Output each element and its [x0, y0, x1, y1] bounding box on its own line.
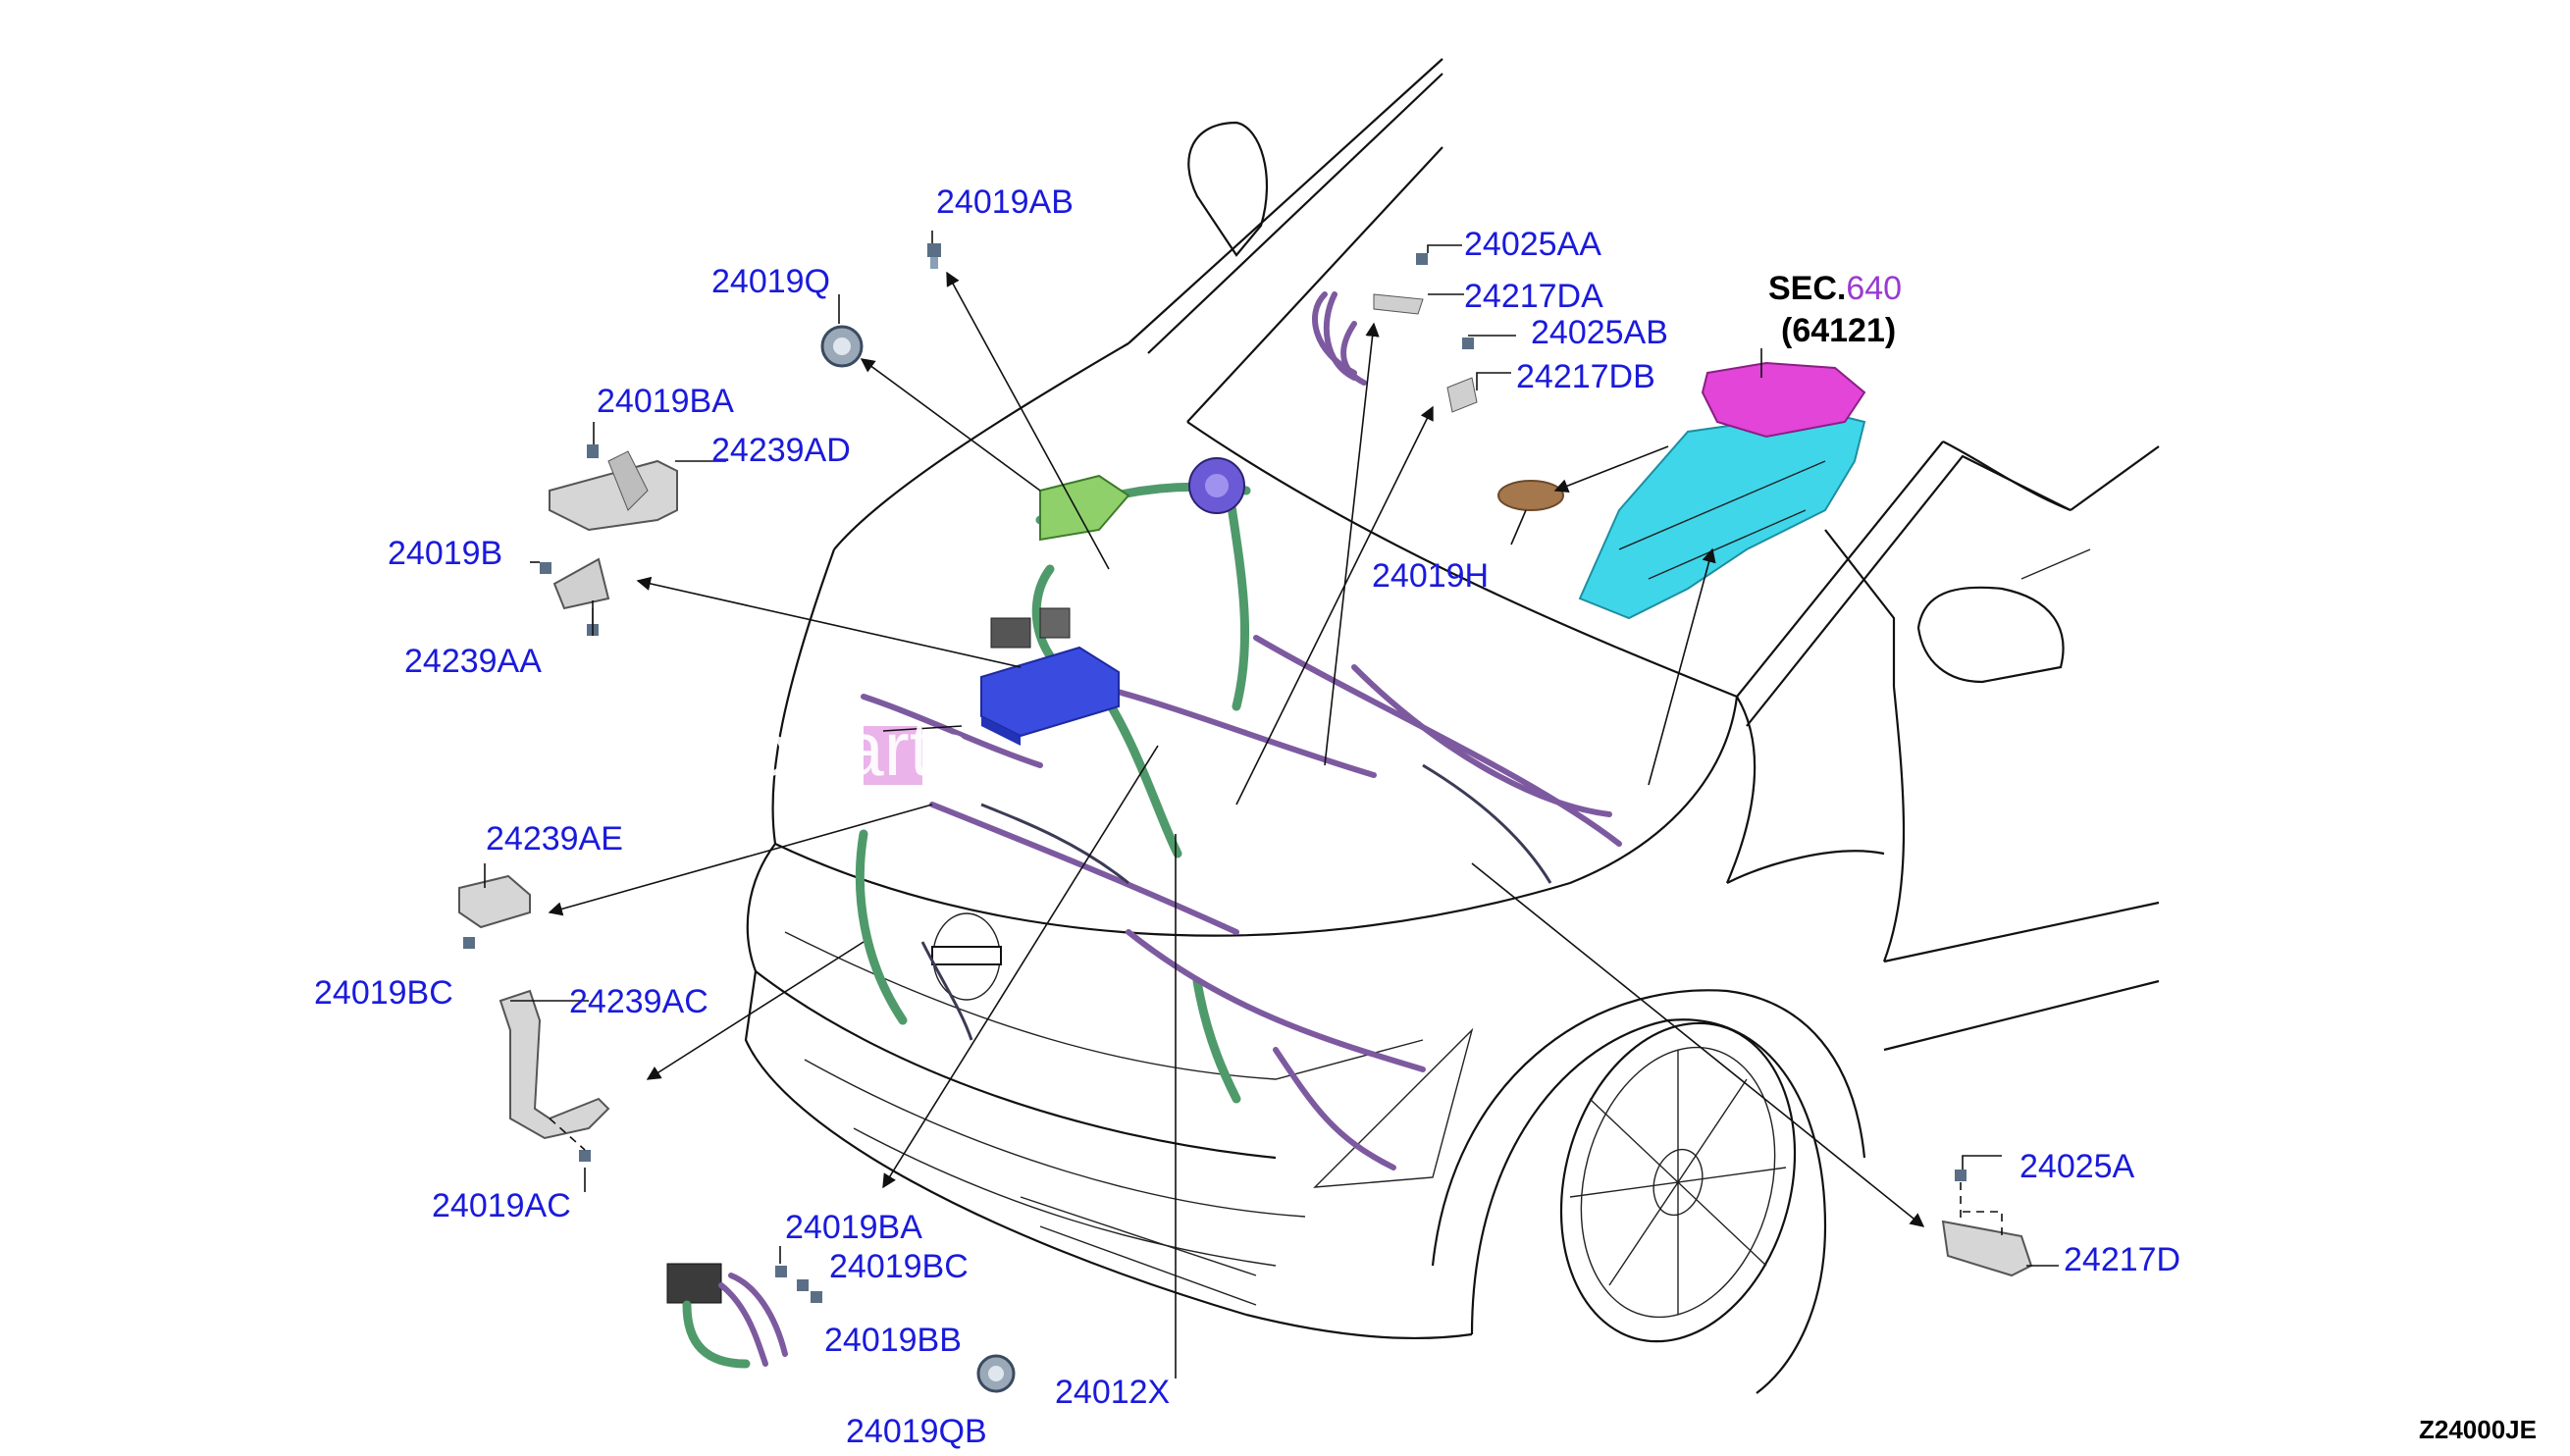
label-24217db: 24217DB: [1516, 358, 1655, 395]
watermark: 24019Q AutoParts: [343, 705, 969, 792]
component-parts: [458, 243, 2033, 1393]
label-24217d: 24217D: [2064, 1241, 2180, 1278]
leader-lines: [484, 231, 2059, 1378]
dash-panel-sec640-icon: [1578, 361, 1866, 620]
bracket-24217db-icon: [1446, 338, 1478, 413]
bolt-icon: [927, 243, 941, 269]
figure-code: Z24000JE: [2419, 1415, 2537, 1444]
label-24239aa: 24239AA: [404, 643, 542, 680]
grommet-icon: [820, 325, 864, 368]
vehicle-body-outline: [744, 58, 2160, 1394]
bracket-24239aa-icon: [540, 557, 610, 636]
part-labels: 24019AB 24019Q 24019BA 24239AD 24019B 24…: [314, 183, 2537, 1450]
label-24019qb: 24019QB: [846, 1413, 987, 1450]
label-24019bc-left: 24019BC: [314, 974, 453, 1012]
engine-bay-harness: [855, 291, 1622, 1170]
bracket-24239ad-icon: [549, 444, 678, 532]
label-24019ba-bottom: 24019BA: [785, 1209, 922, 1246]
grommet-qb-icon: [976, 1354, 1016, 1393]
label-24019ba-top: 24019BA: [597, 383, 734, 420]
label-24239ae: 24239AE: [486, 820, 623, 858]
bracket-24217d-icon: [1941, 1170, 2033, 1277]
harness-subassembly-icon: [666, 1263, 822, 1369]
label-24025ab: 24025AB: [1531, 314, 1668, 351]
label-24019q: 24019Q: [711, 263, 830, 300]
label-24019bb: 24019BB: [824, 1322, 962, 1359]
bracket-24239ae-icon: [458, 874, 531, 949]
label-24019ac: 24019AC: [432, 1187, 571, 1224]
label-24019b: 24019B: [388, 535, 502, 572]
harness-24217da-icon: [1323, 253, 1428, 381]
section-subreference: (64121): [1781, 312, 1896, 349]
label-24025a: 24025A: [2019, 1148, 2135, 1185]
section-reference: SEC.640: [1768, 270, 1902, 307]
label-24019ab: 24019AB: [936, 183, 1074, 221]
label-24239ac: 24239AC: [569, 983, 708, 1020]
label-24019h: 24019H: [1372, 557, 1489, 595]
grommet-24019h-icon: [1497, 480, 1564, 511]
label-24019bc-bottom: 24019BC: [829, 1248, 969, 1285]
label-24025aa: 24025AA: [1464, 226, 1601, 263]
bracket-24239ac-icon: [498, 989, 610, 1162]
label-24217da: 24217DA: [1464, 278, 1603, 315]
label-24239ad: 24239AD: [711, 432, 851, 469]
label-24012x: 24012X: [1055, 1374, 1170, 1411]
